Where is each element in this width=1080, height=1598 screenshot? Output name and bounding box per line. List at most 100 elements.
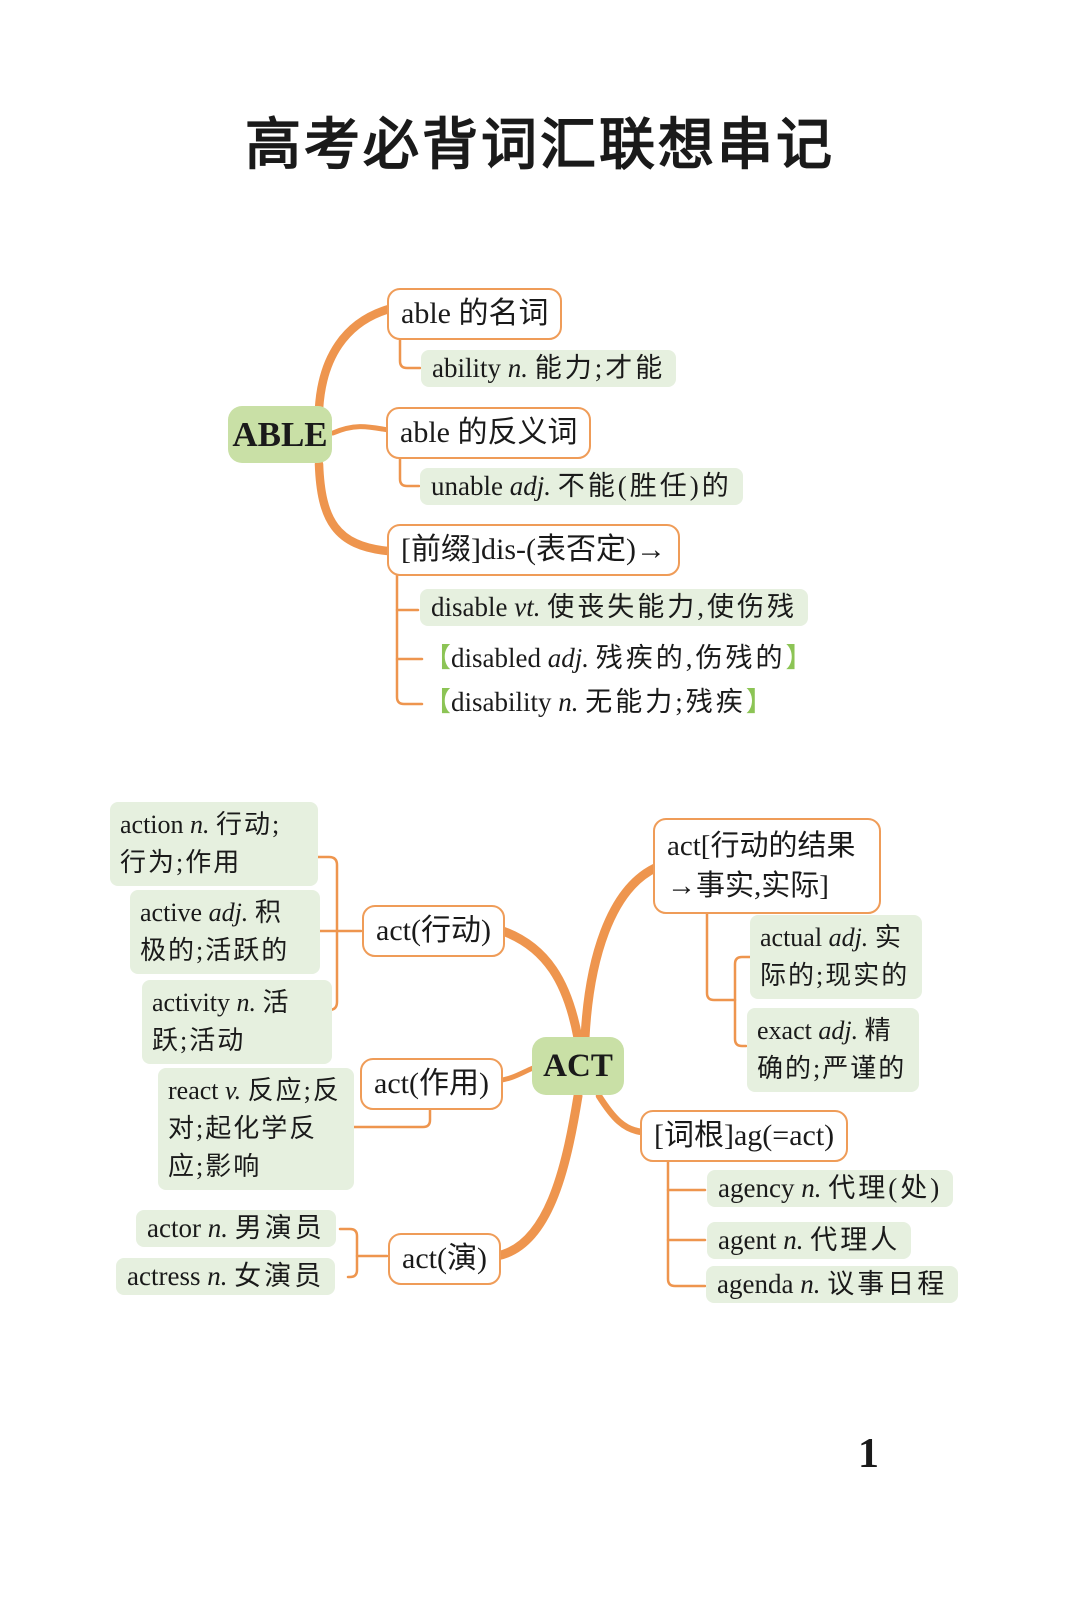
entry-unable-word: unable [431,471,503,501]
bracket-xingdong-group [314,855,339,1012]
bracket-open: 【 [424,643,451,673]
entry-action-meaning: 行动;行为;作用 [120,810,282,877]
entry-actual-word: actual [760,923,823,952]
branch-root-ag-label: [词根]ag(=act) [654,1119,835,1152]
entry-active-word: active [140,898,203,927]
bracket-yan-group [338,1227,359,1279]
entry-agenda-word: agenda [717,1269,794,1299]
entry-actress-pos: n. [207,1261,228,1291]
entry-react-meaning: 反应;反对;起化学反应;影响 [168,1076,341,1181]
root-node-able-label: ABLE [232,414,328,454]
entry-actress-meaning: 女演员 [234,1261,325,1291]
branch-able-noun-curve [314,304,394,414]
entry-activity-word: activity [152,988,230,1017]
entry-agency-meaning: 代理(处) [828,1173,943,1203]
elbow-ability [398,332,422,370]
elbow-prefix-trunk [395,570,424,706]
entry-disabled: 【disabled adj. 残疾的,伤残的】 [424,641,813,676]
elbow-unable [398,451,421,488]
branch-able-antonym-label: able 的反义词 [400,416,578,449]
branch-act-zuoyong: act(作用) [360,1058,503,1110]
entry-actual-pos: adj. [828,923,869,952]
elbow-result-trunk [705,901,737,1002]
bracket-close: 】 [785,643,813,673]
entry-ability-pos: n. [507,353,528,383]
entry-exact-meaning: 精确的;严谨的 [757,1016,907,1083]
entry-action-word: action [120,810,184,839]
entry-actor: actor n. 男演员 [136,1210,336,1248]
entry-actual-meaning: 实际的;现实的 [760,923,910,990]
entry-agency-pos: n. [801,1173,822,1203]
entry-action: action n. 行动;行为;作用 [110,802,318,886]
branch-act-xingdong: act(行动) [362,905,505,957]
entry-exact: exact adj. 精确的;严谨的 [747,1008,919,1092]
entry-activity-pos: n. [236,988,256,1017]
branch-able-prefix-curve [314,459,393,556]
entry-agent-word: agent [718,1225,777,1255]
branch-able-noun-label: able 的名词 [401,297,549,330]
entry-agenda-pos: n. [800,1269,821,1299]
entry-disabled-meaning: 残疾的,伤残的 [595,643,786,673]
branch-root-ag: [词根]ag(=act) [640,1110,849,1162]
entry-actor-pos: n. [207,1213,228,1243]
entry-actor-word: actor [147,1213,201,1243]
entry-activity: activity n. 活跃;活动 [142,980,332,1064]
entry-ability: ability n. 能力;才能 [421,350,677,388]
entry-disable-word: disable [431,592,508,622]
branch-act-result-curve [580,863,660,1043]
entry-activity-meaning: 活跃;活动 [152,988,291,1055]
entry-exact-word: exact [757,1016,812,1045]
entry-agency: agency n. 代理(处) [707,1170,954,1208]
entry-ability-word: ability [432,353,501,383]
branch-act-yan: act(演) [388,1233,501,1285]
branch-able-ant-curve [330,424,391,436]
branch-able-noun: able 的名词 [387,288,563,340]
entry-disability-pos: n. [558,687,579,717]
root-node-able: ABLE [228,406,332,463]
entry-disability-meaning: 无能力;残疾 [585,687,746,717]
entry-disable: disable vt. 使丧失能力,使伤残 [420,589,808,627]
bracket-open: 【 [424,687,451,717]
entry-actress-word: actress [127,1261,201,1291]
entry-disabled-pos: adj. [547,643,589,673]
bracket-close: 】 [745,687,773,717]
branch-prefix-dis-label: [前缀]dis-(表否定)→ [401,533,666,566]
entry-actor-meaning: 男演员 [234,1213,325,1243]
entry-agency-word: agency [718,1173,795,1203]
branch-act-result-label: act[行动的结果→事实,实际] [667,830,856,902]
entry-disable-pos: vt. [514,592,541,622]
entry-disability: 【disability n. 无能力;残疾】 [424,685,773,720]
root-node-act-label: ACT [543,1047,613,1084]
entry-exact-pos: adj. [818,1016,859,1045]
root-node-act: ACT [532,1037,624,1095]
bracket-result-group [733,955,752,1048]
entry-disability-word: disability [451,687,552,717]
elbow-root-trunk [666,1156,707,1288]
elbow-react [349,1106,432,1129]
branch-act-zuoyong-label: act(作用) [374,1067,489,1100]
branch-act-root-curve [595,1092,646,1136]
entry-active-pos: adj. [208,898,249,927]
branch-prefix-dis: [前缀]dis-(表否定)→ [387,524,680,576]
entry-agent: agent n. 代理人 [707,1222,912,1260]
entry-actual: actual adj. 实际的;现实的 [750,915,922,999]
entry-unable-meaning: 不能(胜任)的 [557,471,732,501]
entry-disabled-word: disabled [451,643,541,673]
entry-react-pos: v. [225,1076,242,1105]
branch-act-yan-curve [492,1091,583,1261]
entry-active: active adj. 积极的;活跃的 [130,890,320,974]
entry-unable: unable adj. 不能(胜任)的 [420,468,743,506]
entry-agent-pos: n. [783,1225,804,1255]
entry-agenda-meaning: 议事日程 [827,1269,948,1299]
page-title: 高考必背词汇联想串记 [245,115,835,177]
entry-active-meaning: 积极的;活跃的 [140,898,290,965]
branch-act-xingdong-label: act(行动) [376,914,491,947]
branch-act-result: act[行动的结果→事实,实际] [653,818,881,914]
entry-react: react v. 反应;反对;起化学反应;影响 [158,1068,354,1190]
entry-unable-pos: adj. [509,471,551,501]
page-number: 1 [858,1431,879,1477]
entry-ability-meaning: 能力;才能 [534,353,666,383]
entry-react-word: react [168,1076,219,1105]
